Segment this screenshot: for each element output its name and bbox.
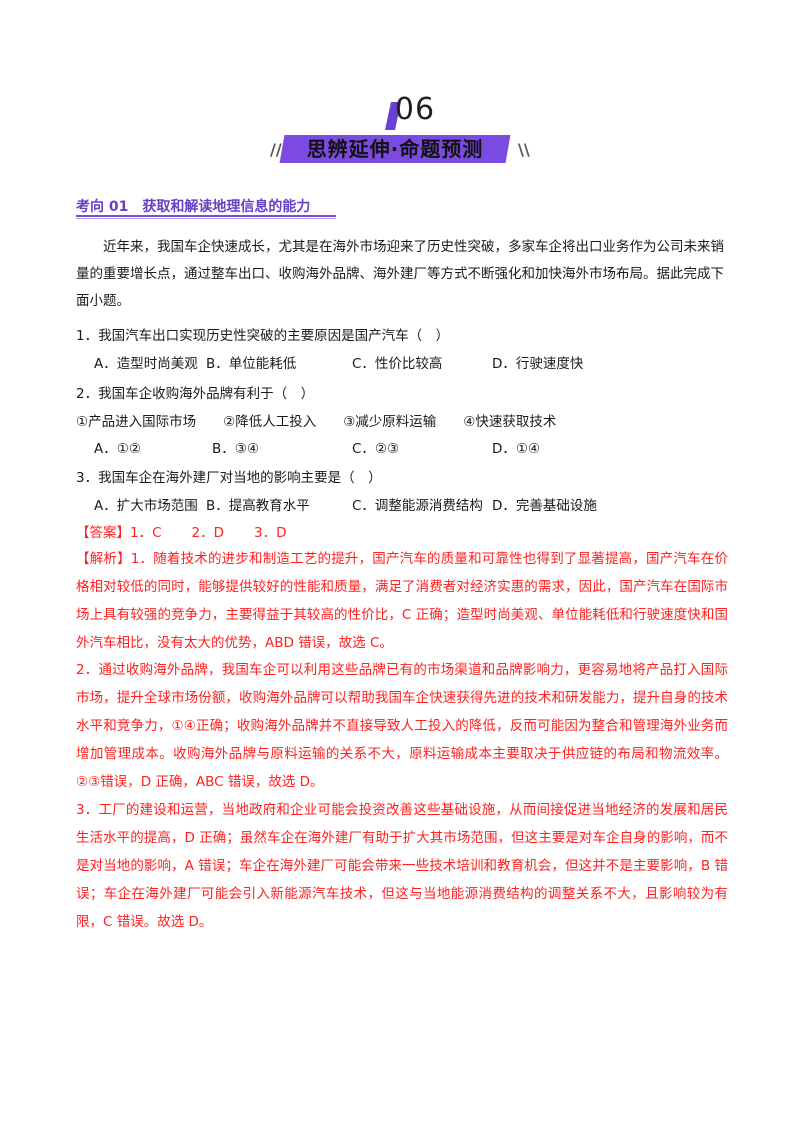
q1-option-c: C．性价比较高 bbox=[352, 356, 443, 372]
chapter-header: 06 // 思辨延伸·命题预测 \\ bbox=[0, 90, 800, 170]
q2-option-d: D．①④ bbox=[492, 441, 541, 457]
answer-1: 1．C bbox=[130, 525, 162, 541]
question-1-stem: 1．我国汽车出口实现历史性突破的主要原因是国产汽车（ ） bbox=[76, 328, 450, 344]
q3-option-d: D．完善基础设施 bbox=[492, 498, 597, 514]
answer-3: 3．D bbox=[254, 525, 287, 541]
explanation-label: 【解析】 bbox=[76, 551, 131, 567]
q1-option-a: A．造型时尚美观 bbox=[94, 356, 198, 372]
q3-option-b: B．提高教育水平 bbox=[206, 498, 310, 514]
question-2-choices: ①产品进入国际市场 ②降低人工投入 ③减少原料运输 ④快速获取技术 bbox=[76, 414, 557, 430]
answer-label: 【答案】 bbox=[76, 525, 130, 541]
q1-option-d: D．行驶速度快 bbox=[492, 356, 584, 372]
chapter-number: 06 bbox=[394, 92, 436, 127]
explanation-paragraph-1: 【解析】1．随着技术的进步和制造工艺的提升，国产汽车的质量和可靠性也得到了显著提… bbox=[76, 545, 728, 657]
q3-option-a: A．扩大市场范围 bbox=[94, 498, 198, 514]
answer-2: 2．D bbox=[191, 525, 224, 541]
question-2-stem: 2．我国车企收购海外品牌有利于（ ） bbox=[76, 386, 315, 402]
reading-passage: 近年来，我国车企快速成长，尤其是在海外市场迎来了历史性突破，多家车企将出口业务作… bbox=[76, 239, 724, 309]
q2-option-b: B．③④ bbox=[212, 441, 259, 457]
answer-line: 【答案】1．C 2．D 3．D bbox=[76, 521, 286, 541]
question-3-stem: 3．我国车企在海外建厂对当地的影响主要是（ ） bbox=[76, 470, 382, 486]
explanation-1-text: 1．随着技术的进步和制造工艺的提升，国产汽车的质量和可靠性也得到了显著提高，国产… bbox=[76, 551, 729, 651]
q2-option-c: C．②③ bbox=[352, 441, 400, 457]
q2-option-a: A．①② bbox=[94, 441, 141, 457]
q3-option-c: C．调整能源消费结构 bbox=[352, 498, 483, 514]
q1-option-b: B．单位能耗低 bbox=[206, 356, 297, 372]
section-title: 考向 01 获取和解读地理信息的能力 bbox=[76, 199, 311, 215]
explanation-paragraph-3: 3．工厂的建设和运营，当地政府和企业可能会投资改善这些基础设施，从而间接促进当地… bbox=[76, 802, 728, 930]
chapter-title: 思辨延伸·命题预测 bbox=[306, 137, 484, 161]
right-slash-marks: \\ bbox=[518, 140, 530, 159]
left-slash-marks: // bbox=[270, 140, 282, 159]
explanation-paragraph-2: 2．通过收购海外品牌，我国车企可以利用这些品牌已有的市场渠道和品牌影响力，更容易… bbox=[76, 662, 728, 790]
section-underline bbox=[76, 215, 336, 219]
